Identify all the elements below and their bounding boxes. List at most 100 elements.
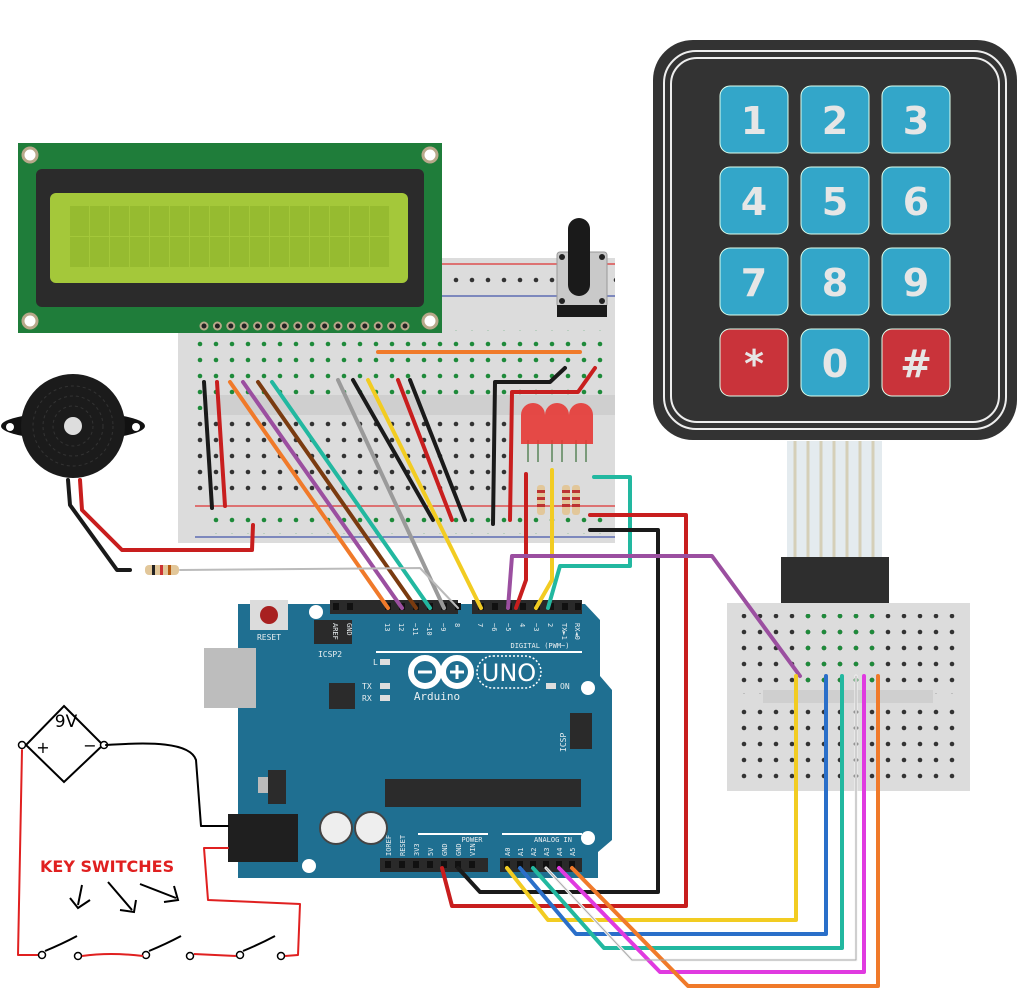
reset-label: RESET — [257, 633, 281, 642]
header-pin — [543, 861, 549, 868]
led-rx — [380, 695, 390, 701]
lcd-char-cell — [270, 237, 289, 267]
mini-bottom-holes — [732, 706, 962, 786]
keypad-border-inner — [670, 57, 1000, 423]
switch-link-wire — [193, 953, 237, 957]
lcd-char-cell — [350, 237, 369, 267]
lcd-char-cell — [170, 237, 189, 267]
header-pin — [347, 603, 353, 610]
keypad-key[interactable]: 9 — [881, 247, 951, 316]
header-pin — [441, 861, 447, 868]
voltage-regulator — [268, 770, 286, 804]
header-pin — [492, 603, 498, 610]
keypad-key[interactable]: # — [881, 328, 951, 397]
digital-pin-label: RX◄0 — [573, 623, 581, 640]
wire-lcd-d11 — [256, 380, 418, 610]
dc-power-jack[interactable] — [228, 814, 298, 862]
usb-port — [204, 648, 256, 708]
key-label: * — [744, 342, 764, 386]
battery-positive-wire — [17, 749, 39, 956]
key-label: 9 — [903, 261, 929, 305]
keypad-key[interactable]: 4 — [719, 166, 789, 235]
arduino-board — [238, 604, 612, 878]
buzzer-center — [64, 417, 82, 435]
led-tx — [380, 683, 390, 689]
keypad-connector — [781, 557, 889, 610]
header-pin — [413, 861, 419, 868]
digital-pin-label: ~3 — [532, 623, 540, 631]
power-header-label: POWER — [461, 836, 483, 844]
power-pin-label: VIN — [469, 843, 477, 856]
led-l-label: L — [373, 658, 378, 667]
ribbon-traces — [793, 441, 875, 557]
header-pin — [556, 861, 562, 868]
keypad-key[interactable]: 2 — [800, 85, 870, 154]
keypad-key[interactable]: 8 — [800, 247, 870, 316]
lcd-char-cell — [250, 206, 269, 236]
key-label: 2 — [822, 99, 848, 143]
battery-negative-wire — [105, 742, 229, 827]
lcd-char-cell — [90, 206, 109, 236]
power-pin-label: IOREF — [385, 835, 393, 856]
header-pin — [562, 603, 568, 610]
pot-knob[interactable] — [568, 218, 590, 296]
key-switch[interactable] — [37, 935, 83, 961]
digital-pin-label: 13 — [383, 623, 391, 631]
atmega-chip — [385, 779, 581, 807]
keypad-key[interactable]: 3 — [881, 85, 951, 154]
red-led — [569, 403, 593, 462]
wire-led-1 — [514, 472, 528, 610]
header-pin — [399, 861, 405, 868]
keypad-key[interactable]: 6 — [881, 166, 951, 235]
wire-lcd-black-2 — [351, 378, 435, 522]
keypad-key[interactable]: 0 — [800, 328, 870, 397]
wire-lcd-d9 — [336, 378, 446, 610]
keypad-key[interactable]: * — [719, 328, 789, 397]
arduino-logo-icon — [408, 655, 474, 689]
analog-pin-label: A3 — [543, 848, 551, 856]
lcd-char-cell — [310, 237, 329, 267]
keypad-key[interactable]: 7 — [719, 247, 789, 316]
mount-hole — [21, 146, 39, 164]
potentiometer — [556, 218, 608, 317]
switch-return-wire — [203, 847, 301, 956]
digital-pin-label: ~6 — [490, 623, 498, 631]
logo-text: Arduino — [414, 690, 460, 703]
battery-plus: + — [36, 738, 49, 757]
wire-lcd-d12 — [241, 380, 404, 610]
header-pin — [333, 603, 339, 610]
lcd-char-cell — [210, 206, 229, 236]
header-pin — [575, 603, 581, 610]
key-label: 1 — [741, 99, 767, 143]
lcd-char-cell — [190, 206, 209, 236]
lcd-char-cell — [170, 206, 189, 236]
uno-badge — [476, 655, 542, 689]
buzzer-resistor — [145, 565, 179, 575]
switch-link-wire — [81, 953, 144, 957]
battery-minus: − — [83, 736, 96, 755]
wire-lcd-rail-black — [408, 378, 467, 522]
lcd-module — [18, 143, 442, 333]
wire-a2-keypad — [531, 674, 844, 950]
keypad-key[interactable]: 1 — [719, 85, 789, 154]
lcd-char-cell — [230, 237, 249, 267]
header-pin — [517, 861, 523, 868]
led-array — [521, 403, 593, 515]
keypad-key[interactable]: 5 — [800, 166, 870, 235]
key-switch[interactable] — [235, 935, 286, 961]
wire-pot-gnd — [491, 366, 567, 526]
digital-pin-label: TX►1 — [560, 623, 568, 640]
model-text: UNO — [482, 659, 536, 687]
wire-lcd-d13 — [228, 380, 390, 610]
key-switch[interactable] — [141, 935, 195, 961]
led-resistor — [562, 485, 570, 515]
lcd-char-cell — [290, 206, 309, 236]
wire-buzzer-negative — [66, 478, 132, 572]
wire-a1-keypad — [518, 674, 828, 936]
key-label: 0 — [822, 342, 848, 386]
lcd-character-grid — [70, 206, 389, 267]
wire-5v — [440, 513, 688, 908]
header-pin — [504, 861, 510, 868]
key-switches-label: KEY SWITCHES — [40, 857, 174, 876]
